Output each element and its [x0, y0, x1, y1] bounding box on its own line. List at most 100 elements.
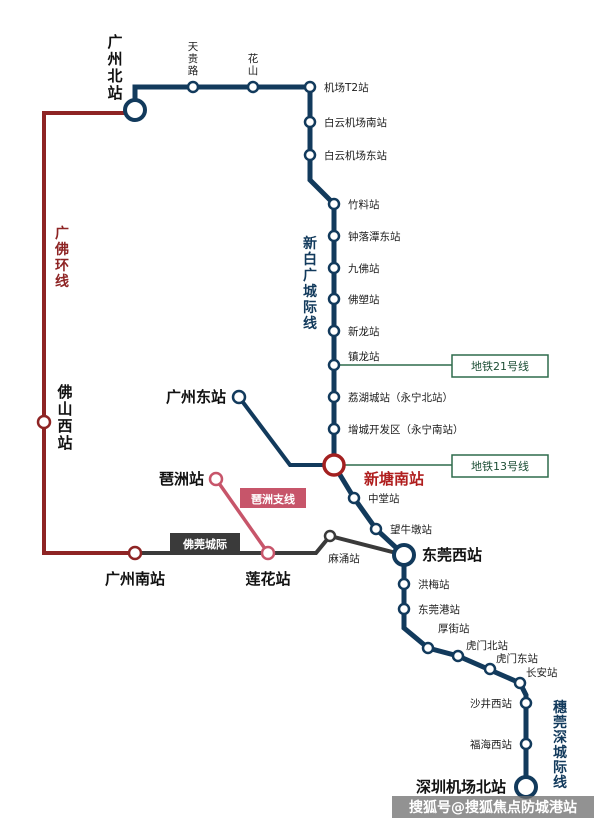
watermark: 搜狐号@搜狐焦点防城港站 [392, 796, 594, 818]
metro21-label: 地铁21号线 [471, 359, 529, 373]
station-guangzhou-nan[interactable] [127, 545, 143, 561]
station-char: 山 [57, 400, 72, 418]
station-zhongluotan-dong[interactable] [327, 229, 341, 243]
xinbai-intercity-line [132, 84, 337, 465]
suiguanshen-char: 城 [553, 744, 567, 761]
label-tiangui-lu: 天 贵 路 [188, 41, 199, 77]
label-shenzhen-jichang-bei: 深圳机场北站 [416, 778, 506, 796]
label-zhenlong: 镇龙站 [348, 350, 380, 363]
xinbai-char: 城 [303, 283, 317, 300]
station-char: 花 [248, 52, 259, 65]
label-lianhua: 莲花站 [245, 570, 290, 588]
station-char: 路 [188, 64, 199, 77]
station-xinlong[interactable] [327, 324, 341, 338]
station-lihu-cheng[interactable] [327, 390, 341, 404]
station-char: 广 [107, 33, 122, 51]
metro21-transfer-box: 地铁21号线 [451, 354, 549, 378]
label-huashan: 花 山 [248, 52, 259, 77]
station-foshan-xi[interactable] [36, 414, 52, 430]
station-fuhai-xi[interactable] [519, 737, 533, 751]
station-baiyun-jichang-nan[interactable] [303, 115, 317, 129]
station-mayong[interactable] [323, 529, 337, 543]
metro13-transfer-box: 地铁13号线 [451, 454, 549, 478]
guangfo-ring-line [42, 111, 135, 555]
label-dongguan-gang: 东莞港站 [418, 603, 460, 616]
suiguanshen-char: 穗 [553, 699, 567, 716]
pizhou-label: 琶洲支线 [251, 492, 295, 506]
label-foshan-xi: 佛 山 西 站 [56, 383, 72, 452]
station-humen-bei[interactable] [451, 649, 465, 663]
station-guangzhou-dong[interactable] [231, 389, 247, 405]
label-jichang-t2: 机场T2站 [324, 81, 369, 94]
label-baiyun-jichang-dong: 白云机场东站 [324, 149, 387, 162]
label-fuhai-xi: 福海西站 [470, 738, 512, 751]
station-guangzhou-bei[interactable] [123, 98, 147, 122]
guangfo-ring-char: 线 [55, 273, 69, 290]
station-wangniudun[interactable] [369, 522, 383, 536]
suiguanshen-line-label: 穗 莞 深 城 际 线 [553, 699, 567, 791]
station-baiyun-jichang-dong[interactable] [303, 148, 317, 162]
station-humen-dong[interactable] [483, 662, 497, 676]
station-char: 州 [106, 50, 122, 68]
pizhou-line-label: 琶洲支线 [240, 488, 306, 508]
station-zhenlong[interactable] [327, 358, 341, 372]
label-hongmei: 洪梅站 [418, 578, 450, 591]
station-dongguan-gang[interactable] [397, 602, 411, 616]
station-jichang-t2[interactable] [303, 80, 317, 94]
station-zengcheng-kaifaqu[interactable] [327, 422, 341, 436]
xinbai-char: 新 [303, 235, 317, 252]
fogu-line-label: 佛莞城际 [170, 533, 240, 553]
station-tiangui-lu[interactable] [186, 80, 200, 94]
station-char: 佛 [56, 383, 72, 401]
label-humen-dong: 虎门东站 [496, 652, 538, 665]
label-zhongluotan-dong: 钟落潭东站 [348, 230, 401, 243]
label-guangzhou-bei: 广 州 北 站 [106, 33, 122, 102]
station-huashan[interactable] [246, 80, 260, 94]
station-char: 山 [248, 65, 259, 77]
guangfo-ring-char: 环 [55, 258, 69, 274]
station-jiufo[interactable] [327, 261, 341, 275]
label-pizhou: 琶洲站 [159, 470, 204, 488]
station-houjie[interactable] [421, 641, 435, 655]
label-xinlong: 新龙站 [348, 325, 380, 338]
suiguanshen-char: 际 [553, 760, 567, 776]
station-pizhou[interactable] [208, 471, 224, 487]
suiguanshen-char: 深 [553, 729, 567, 746]
east-branch-line [237, 395, 334, 467]
label-guangzhou-nan: 广州南站 [105, 570, 165, 588]
xinbai-line-label: 新 白 广 城 际 线 [303, 235, 317, 332]
station-zhongtang[interactable] [347, 491, 361, 505]
label-dongguan-xi: 东莞西站 [422, 546, 482, 564]
station-fosu[interactable] [327, 292, 341, 306]
station-shajing-xi[interactable] [519, 696, 533, 710]
xinbai-char: 白 [303, 251, 317, 268]
label-wangniudun: 望牛墩站 [390, 523, 432, 536]
station-shenzhen-jichang-bei[interactable] [514, 775, 538, 799]
station-lianhua[interactable] [260, 545, 276, 561]
station-char: 北 [107, 67, 122, 85]
station-char: 贵 [188, 52, 199, 65]
label-guangzhou-dong: 广州东站 [166, 388, 226, 406]
label-chang-an: 长安站 [526, 666, 558, 679]
metro13-label: 地铁13号线 [471, 459, 529, 473]
label-jiufo: 九佛站 [348, 262, 380, 275]
label-fosu: 佛塑站 [348, 293, 380, 306]
station-char: 西 [57, 417, 72, 435]
station-dongguan-xi[interactable] [392, 543, 416, 567]
station-char: 天 [188, 41, 199, 53]
label-zhuliao: 竹料站 [348, 198, 380, 211]
pizhou-branch-line [214, 477, 270, 555]
label-zhongtang: 中堂站 [368, 492, 400, 505]
label-zengcheng-kaifaqu: 增城开发区（永宁南站） [348, 423, 464, 436]
station-xintang-nan[interactable] [322, 453, 346, 477]
label-mayong: 麻涌站 [328, 552, 360, 565]
station-hongmei[interactable] [397, 577, 411, 591]
station-char: 站 [107, 84, 122, 102]
guangfo-ring-line-label: 广 佛 环 线 [54, 225, 69, 290]
xinbai-char: 际 [303, 300, 317, 316]
station-zhuliao[interactable] [327, 197, 341, 211]
suiguanshen-char: 莞 [553, 714, 567, 731]
station-chang-an[interactable] [513, 676, 527, 690]
